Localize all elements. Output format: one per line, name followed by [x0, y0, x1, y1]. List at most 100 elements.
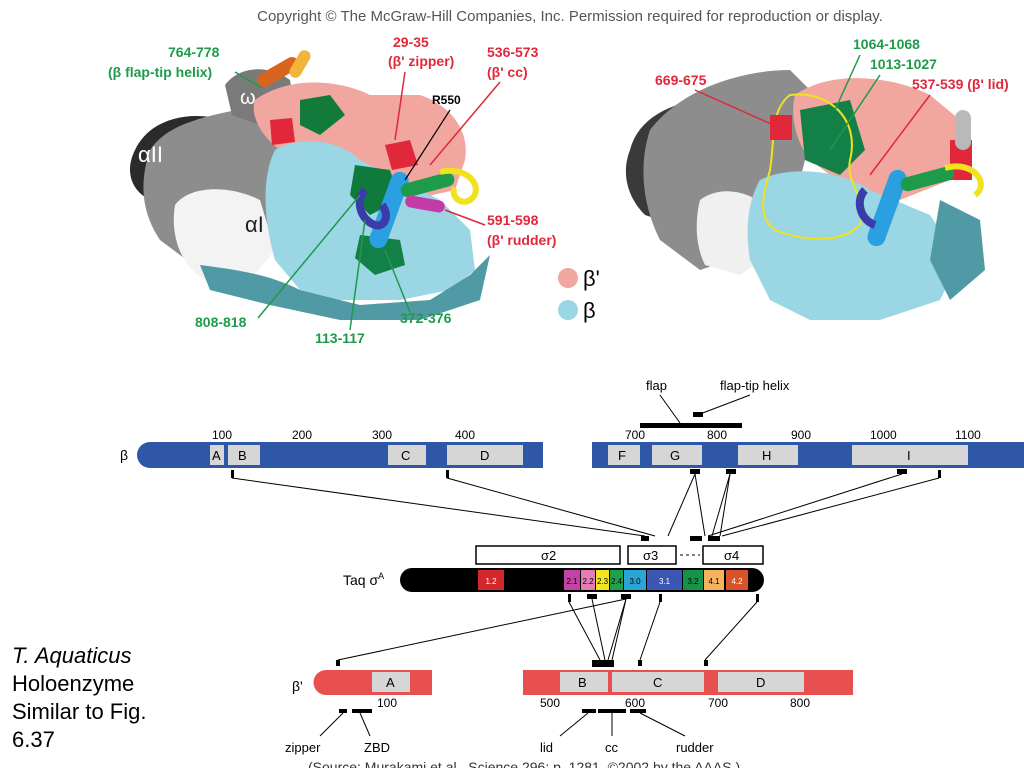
leader-zipper — [394, 71, 406, 141]
label-rudder-name: (β' rudder) — [487, 232, 556, 248]
source-credit: (Source: Murakami et al., Science 296: p… — [308, 759, 740, 768]
beta-prime-segments: A B C D — [372, 672, 804, 692]
betaprime-bottom-marks — [339, 709, 646, 713]
sigma-region-2-3 — [596, 570, 609, 590]
beta-ticks: 100 200 300 400 700 800 900 1000 1100 — [212, 428, 981, 442]
sigma-region-2-1 — [564, 570, 580, 590]
right-purple-coil — [855, 187, 877, 229]
beta-tick: 700 — [625, 428, 645, 442]
leader-flap — [659, 394, 681, 424]
beta-prime-segment: C — [653, 675, 662, 690]
legend-beta-prime-label: β' — [583, 266, 600, 291]
beta-segment: D — [480, 448, 489, 463]
legend-beta-prime-swatch — [558, 268, 578, 288]
sigma-region-4-1 — [704, 570, 724, 590]
caption-line4: 6.37 — [12, 727, 55, 752]
leader-lid — [869, 94, 931, 176]
teal-lower — [200, 255, 490, 320]
green-patch — [300, 95, 345, 135]
green-helix — [400, 172, 455, 198]
sigma-region-label: 4.1 — [708, 577, 720, 586]
beta-tick: 100 — [212, 428, 232, 442]
beta-segment: F — [618, 448, 626, 463]
sigma-region-2-2 — [581, 570, 595, 590]
beta-prime-tick: 800 — [790, 696, 810, 710]
yellow-loop — [439, 167, 479, 205]
sigma-region-label: 2.3 — [597, 577, 609, 586]
alpha1-subunit — [173, 189, 275, 280]
beta-segment: B — [238, 448, 247, 463]
sigma-superscript: A — [378, 571, 384, 581]
beta-tick: 200 — [292, 428, 312, 442]
right-yellow-loop — [944, 163, 984, 198]
sigma-region-3-0 — [624, 570, 646, 590]
leader-808 — [257, 194, 361, 319]
left-structure — [130, 50, 490, 320]
right-teal — [930, 200, 985, 300]
caption: T. Aquaticus Holoenzyme Similar to Fig. … — [12, 642, 146, 754]
green-patch-3 — [355, 235, 405, 275]
leader-flap-tip — [234, 71, 263, 89]
flap-tip-bar — [693, 412, 703, 417]
beta-segment: H — [762, 448, 771, 463]
right-red-patch — [770, 115, 792, 140]
label-cc-name: (β' cc) — [487, 64, 528, 80]
label-flap-tip-helix: flap-tip helix — [720, 378, 790, 393]
orange-helix — [257, 57, 299, 87]
beta-name: β — [120, 447, 128, 463]
label-rudder-bottom: rudder — [676, 740, 714, 755]
red-cc — [385, 140, 418, 170]
right-green — [800, 100, 865, 175]
label-rudder-range: 591-598 — [487, 212, 539, 228]
beta-segment: A — [212, 448, 221, 463]
label-omega: ω — [240, 87, 256, 109]
beta-prime-segment: B — [578, 675, 587, 690]
label-cc-bottom: cc — [605, 740, 619, 755]
beta-segment: C — [401, 448, 410, 463]
label-flap: flap — [646, 378, 667, 393]
label-flap-tip-range: 764-778 — [168, 44, 220, 60]
right-green-helix — [900, 166, 955, 192]
label-lid-bottom: lid — [540, 740, 553, 755]
sigma-region-label: 1.2 — [485, 577, 497, 586]
beta-prime-bottom-labels: zipper ZBD lid cc rudder — [285, 740, 714, 755]
magenta-helix — [405, 195, 445, 213]
leader-113 — [349, 219, 366, 331]
sigma-region-label: 2.1 — [566, 577, 578, 586]
beta-prime-tick: 700 — [708, 696, 728, 710]
label-cc-range: 536-573 — [487, 44, 539, 60]
label-alpha1: αI — [245, 212, 264, 237]
caption-line3: Similar to Fig. — [12, 699, 147, 724]
beta-prime-segment: D — [756, 675, 765, 690]
sigma-region-3-2 — [683, 570, 703, 590]
sigma-domain: σ2 — [541, 548, 556, 563]
label-flap-tip-name: (β flap-tip helix) — [108, 64, 212, 80]
beta-prime-segment: A — [386, 675, 395, 690]
sigma-bottom-marks — [568, 594, 759, 602]
label-zbd: ZBD — [364, 740, 390, 755]
sigma-top-marks — [641, 536, 720, 541]
betaprime-bottom-leaders — [319, 712, 686, 737]
sigma-region-3-1 — [647, 570, 682, 590]
sigma-region-label: 3.1 — [659, 577, 671, 586]
right-grey-helix — [955, 110, 971, 150]
label-r550: R550 — [432, 93, 461, 107]
beta-sigma-lines — [231, 473, 940, 537]
beta-tick: 1100 — [955, 428, 981, 442]
label-zipper-range: 29-35 — [393, 34, 429, 50]
betaprime-top-marks — [336, 660, 708, 667]
sigma-region-1-2 — [478, 570, 504, 590]
beta-tick: 900 — [791, 428, 811, 442]
label-alpha2: αII — [138, 142, 163, 167]
beta-prime-tick: 100 — [377, 696, 397, 710]
sigma-region-label: 3.0 — [629, 577, 641, 586]
sigma-region-label: 2.2 — [582, 577, 594, 586]
right-structure — [625, 70, 985, 320]
beta-segment: G — [670, 448, 680, 463]
caption-line2: Holoenzyme — [12, 671, 135, 696]
beta-prime-name: β' — [292, 678, 303, 694]
sigma-betaprime-lines — [337, 598, 758, 661]
purple-coil — [355, 187, 390, 230]
